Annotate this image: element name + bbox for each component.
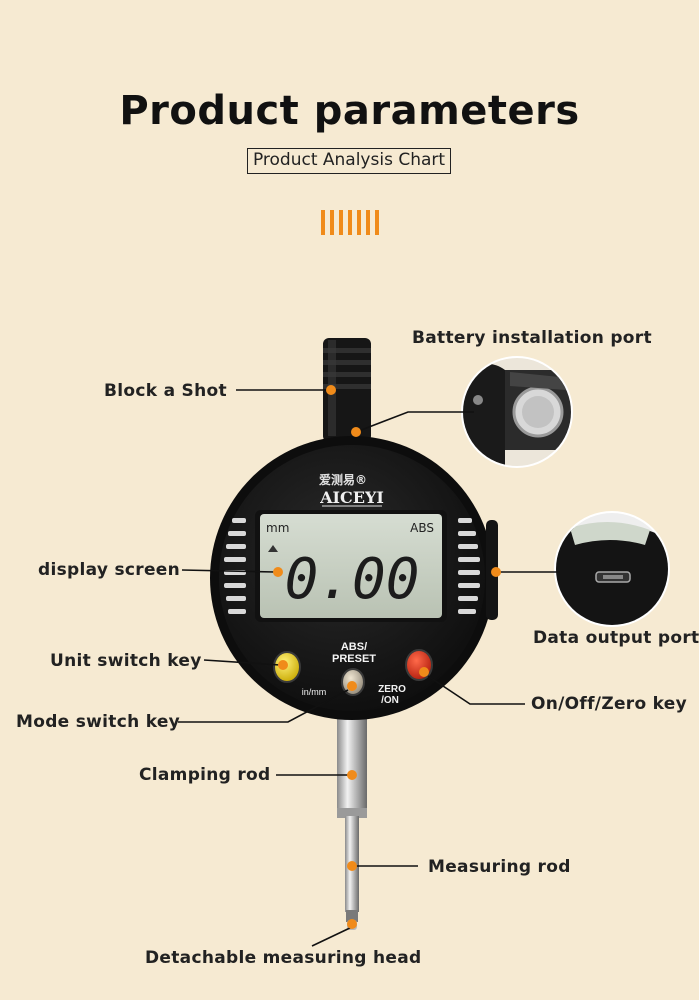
in-mm-label: in/mm <box>302 687 327 697</box>
label-measuring-rod: Measuring rod <box>428 857 571 877</box>
lcd-reading: 0.00 <box>285 547 420 612</box>
label-clamping-rod: Clamping rod <box>139 765 271 785</box>
label-block-shot: Block a Shot <box>104 381 227 401</box>
label-data-output-port: Data output port <box>533 628 699 648</box>
label-mode-switch-key: Mode switch key <box>16 712 181 732</box>
lcd-mode: ABS <box>410 521 434 535</box>
page-title: Product parameters <box>119 88 580 134</box>
label-on-off-zero-key: On/Off/Zero key <box>531 694 688 714</box>
brand-logo: AICEYI <box>319 488 384 507</box>
abs-preset-label-1: ABS/ <box>341 641 367 653</box>
label-display-screen: display screen <box>38 560 181 580</box>
label-measuring-head: Detachable measuring head <box>145 948 422 968</box>
marker-dots <box>273 385 501 929</box>
zero-on-label-1: ZERO <box>378 684 406 695</box>
page-subtitle: Product Analysis Chart <box>247 148 451 174</box>
leader-lines <box>178 389 560 947</box>
decorative-stripes <box>321 210 379 235</box>
label-unit-switch-key: Unit switch key <box>50 651 202 671</box>
zero-on-label-2: /ON <box>381 695 399 706</box>
side-grill <box>224 518 480 614</box>
on-off-zero-button[interactable] <box>405 649 433 681</box>
lcd-screen <box>260 514 442 618</box>
stem-rods <box>337 700 367 930</box>
brand-cn: 爱测易® <box>319 472 367 487</box>
abs-preset-label-2: PRESET <box>332 653 376 665</box>
battery-port-inset <box>461 356 573 468</box>
data-output-port-inset <box>554 511 670 627</box>
lcd-unit: mm <box>266 521 289 535</box>
label-battery-port: Battery installation port <box>412 328 652 348</box>
